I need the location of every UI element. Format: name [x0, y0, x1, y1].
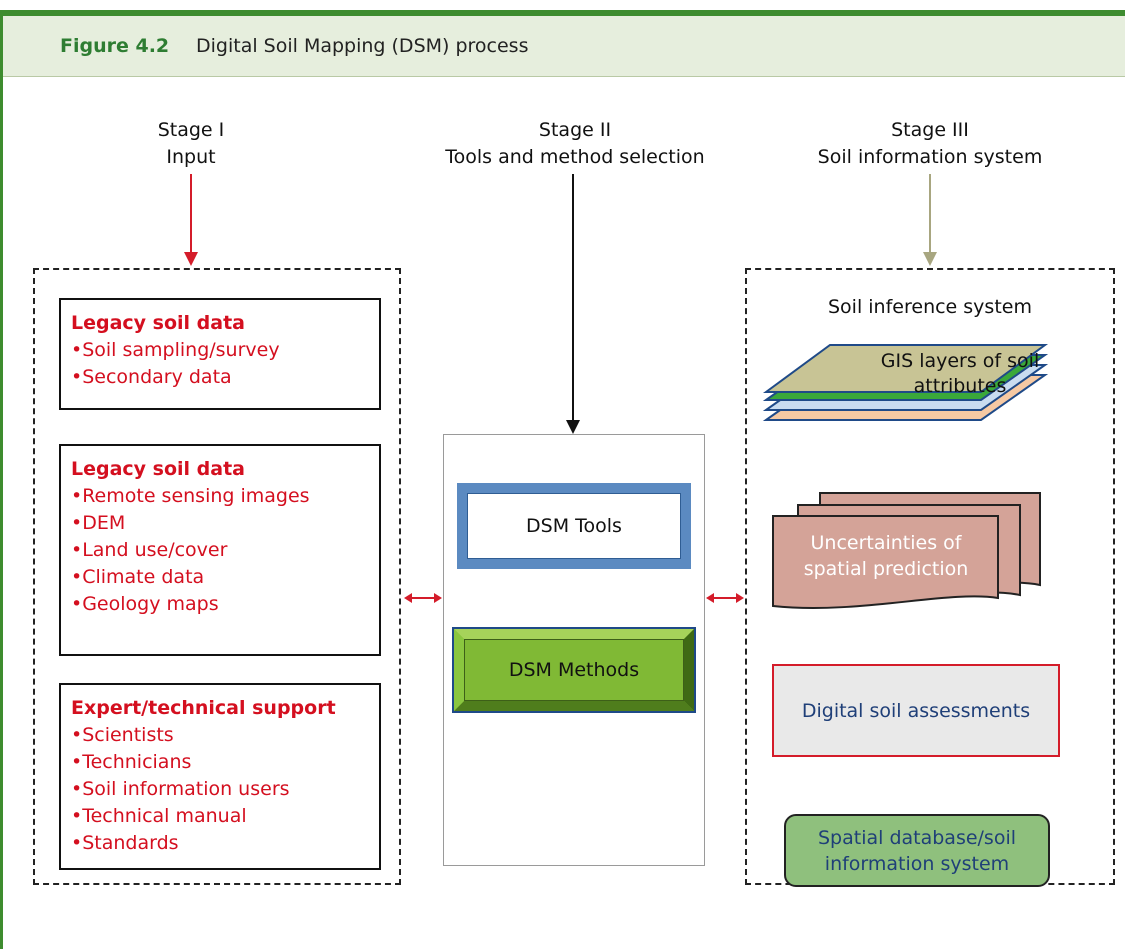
input-box-heading: Expert/technical support — [71, 697, 336, 719]
figure-header — [3, 16, 1125, 77]
figure-number: Figure 4.2 — [60, 35, 170, 57]
input-box-item: •Climate data — [71, 566, 205, 588]
input-box-item: •Soil sampling/survey — [71, 339, 280, 361]
figure-title: Digital Soil Mapping (DSM) process — [196, 35, 529, 57]
input-box-item: •Secondary data — [71, 366, 232, 388]
input-box-item: •Land use/cover — [71, 539, 228, 561]
stage-1-heading: Stage I Input — [106, 117, 276, 171]
input-box-item: •Standards — [71, 832, 179, 854]
input-box-item: •Remote sensing images — [71, 485, 310, 507]
stage-3-arrow — [923, 174, 937, 266]
input-box-heading: Legacy soil data — [71, 312, 246, 334]
stage-2-label: Stage II — [538, 119, 612, 141]
stage-1-subtitle: Input — [166, 146, 216, 168]
spatial-database-label-line1: Spatial database/soil — [817, 826, 1017, 849]
soil-inference-system-label: Soil inference system — [828, 296, 1032, 318]
gis-layers-stack — [762, 344, 1049, 421]
dsm-methods-label: DSM Methods — [464, 639, 684, 701]
spatial-database-box: Spatial database/soil information system — [784, 814, 1050, 887]
stage-2-subtitle: Tools and method selection — [445, 146, 705, 168]
input-box-item: •Soil information users — [71, 778, 290, 800]
top-green-rule — [0, 10, 1125, 16]
input-box-expert-support: Expert/technical support •Scientists •Te… — [59, 683, 381, 870]
stage-2-heading: Stage II Tools and method selection — [440, 117, 710, 171]
uncertainties-label-line2: spatial prediction — [804, 558, 969, 580]
right-double-arrow — [706, 593, 744, 603]
uncertainties-label-line1: Uncertainties of — [811, 532, 963, 554]
input-box-heading: Legacy soil data — [71, 458, 246, 480]
dsm-methods-bevel — [454, 629, 694, 711]
input-box-item: •Geology maps — [71, 593, 219, 615]
dsm-tools-box: DSM Tools — [457, 483, 691, 569]
dsm-tools-label: DSM Tools — [467, 493, 681, 559]
input-box-item: •Technical manual — [71, 805, 247, 827]
uncertainties-documents — [772, 492, 1041, 609]
stage-3-label: Stage III — [891, 119, 969, 141]
left-double-arrow — [404, 593, 442, 603]
stage-3-heading: Stage III Soil information system — [800, 117, 1060, 171]
dsm-methods-box: DSM Methods — [452, 627, 696, 713]
stage-1-arrow — [184, 174, 198, 266]
input-box-legacy-remote: Legacy soil data •Remote sensing images … — [59, 444, 381, 656]
digital-soil-assessments-label: Digital soil assessments — [801, 699, 1031, 722]
input-box-item: •DEM — [71, 512, 126, 534]
input-box-item: •Scientists — [71, 724, 174, 746]
input-dashed-group — [33, 268, 401, 885]
stage-2-arrow — [566, 174, 580, 434]
stage-3-subtitle: Soil information system — [817, 146, 1043, 168]
top-margin — [0, 0, 1125, 10]
input-box-item: •Technicians — [71, 751, 192, 773]
stage-1-label: Stage I — [157, 119, 225, 141]
gis-layers-label-line1: GIS layers of soil — [881, 350, 1039, 372]
digital-soil-assessments-box: Digital soil assessments — [772, 664, 1060, 757]
gis-layers-label-line2: attributes — [914, 375, 1007, 397]
left-green-rule — [0, 16, 3, 949]
spatial-database-label-line2: information system — [824, 852, 1010, 875]
input-box-legacy-survey: Legacy soil data •Soil sampling/survey •… — [59, 298, 381, 410]
